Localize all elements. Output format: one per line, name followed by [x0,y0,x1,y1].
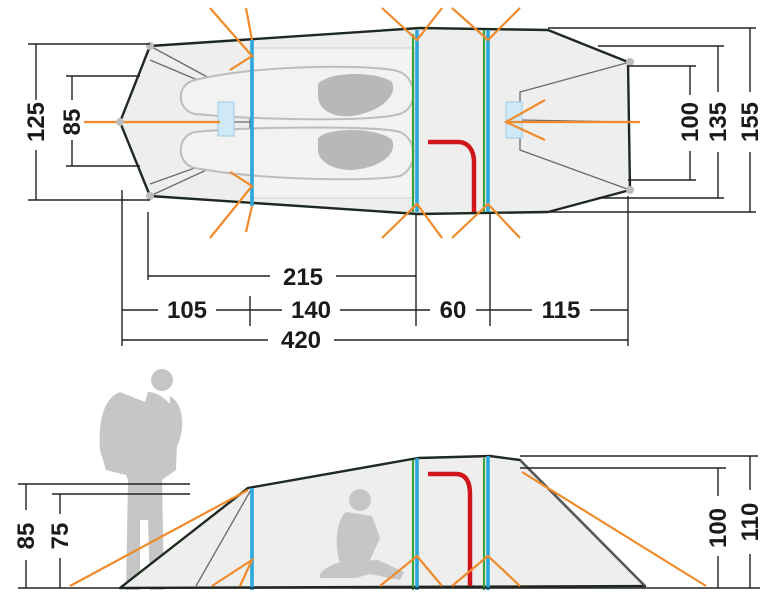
front-vent-window [217,101,235,137]
side-guylines [69,471,707,587]
top-pegs [116,42,634,200]
dim-segments: 105 140 60 115 [121,190,629,346]
label-seg-mid: 60 [440,297,467,324]
label-length-inner: 215 [283,264,323,291]
dim-width-inner-rear: 100 [628,65,704,181]
label-height-front: 85 [13,523,40,550]
label-width-front: 125 [23,102,50,142]
dim-height-inner-front: 75 [47,493,190,588]
side-rear-edge [519,459,646,587]
label-width-mid-rear: 135 [705,102,732,142]
dim-length-inner: 215 [147,212,416,291]
label-width-inner-front: 85 [59,109,86,136]
sleeping-bag-icon [179,65,415,181]
dim-height-rear-inner: 100 [520,467,732,588]
label-seg-rear: 115 [542,297,581,324]
dim-height-rear: 110 [520,455,764,588]
label-height-rear: 110 [737,503,764,542]
dim-width-inner-front: 85 [59,75,140,167]
label-length-total: 420 [281,327,321,354]
label-height-rear-inner: 100 [705,508,732,548]
label-seg-vestibule: 105 [167,297,207,324]
person-sitting-silhouette [319,489,404,580]
person-standing-silhouette [99,369,183,590]
side-view: 85 75 100 110 [13,369,764,590]
top-view: 125 85 100 135 [23,7,764,354]
top-door-zip [428,139,477,212]
side-front-edge [195,487,253,587]
dim-width-rear: 155 [548,27,764,213]
label-width-inner-rear: 100 [677,102,704,142]
dim-length-total: 420 [122,326,628,354]
top-guylines [76,7,640,239]
dim-width-mid-rear: 135 [598,45,732,199]
dim-height-front: 85 [13,483,190,588]
label-height-inner-front: 75 [47,523,74,550]
rear-vent-window [505,101,523,139]
label-width-rear: 155 [737,102,764,142]
dim-width-front: 125 [23,43,150,201]
side-door-zip [428,471,473,586]
label-seg-cabin: 140 [291,297,331,324]
